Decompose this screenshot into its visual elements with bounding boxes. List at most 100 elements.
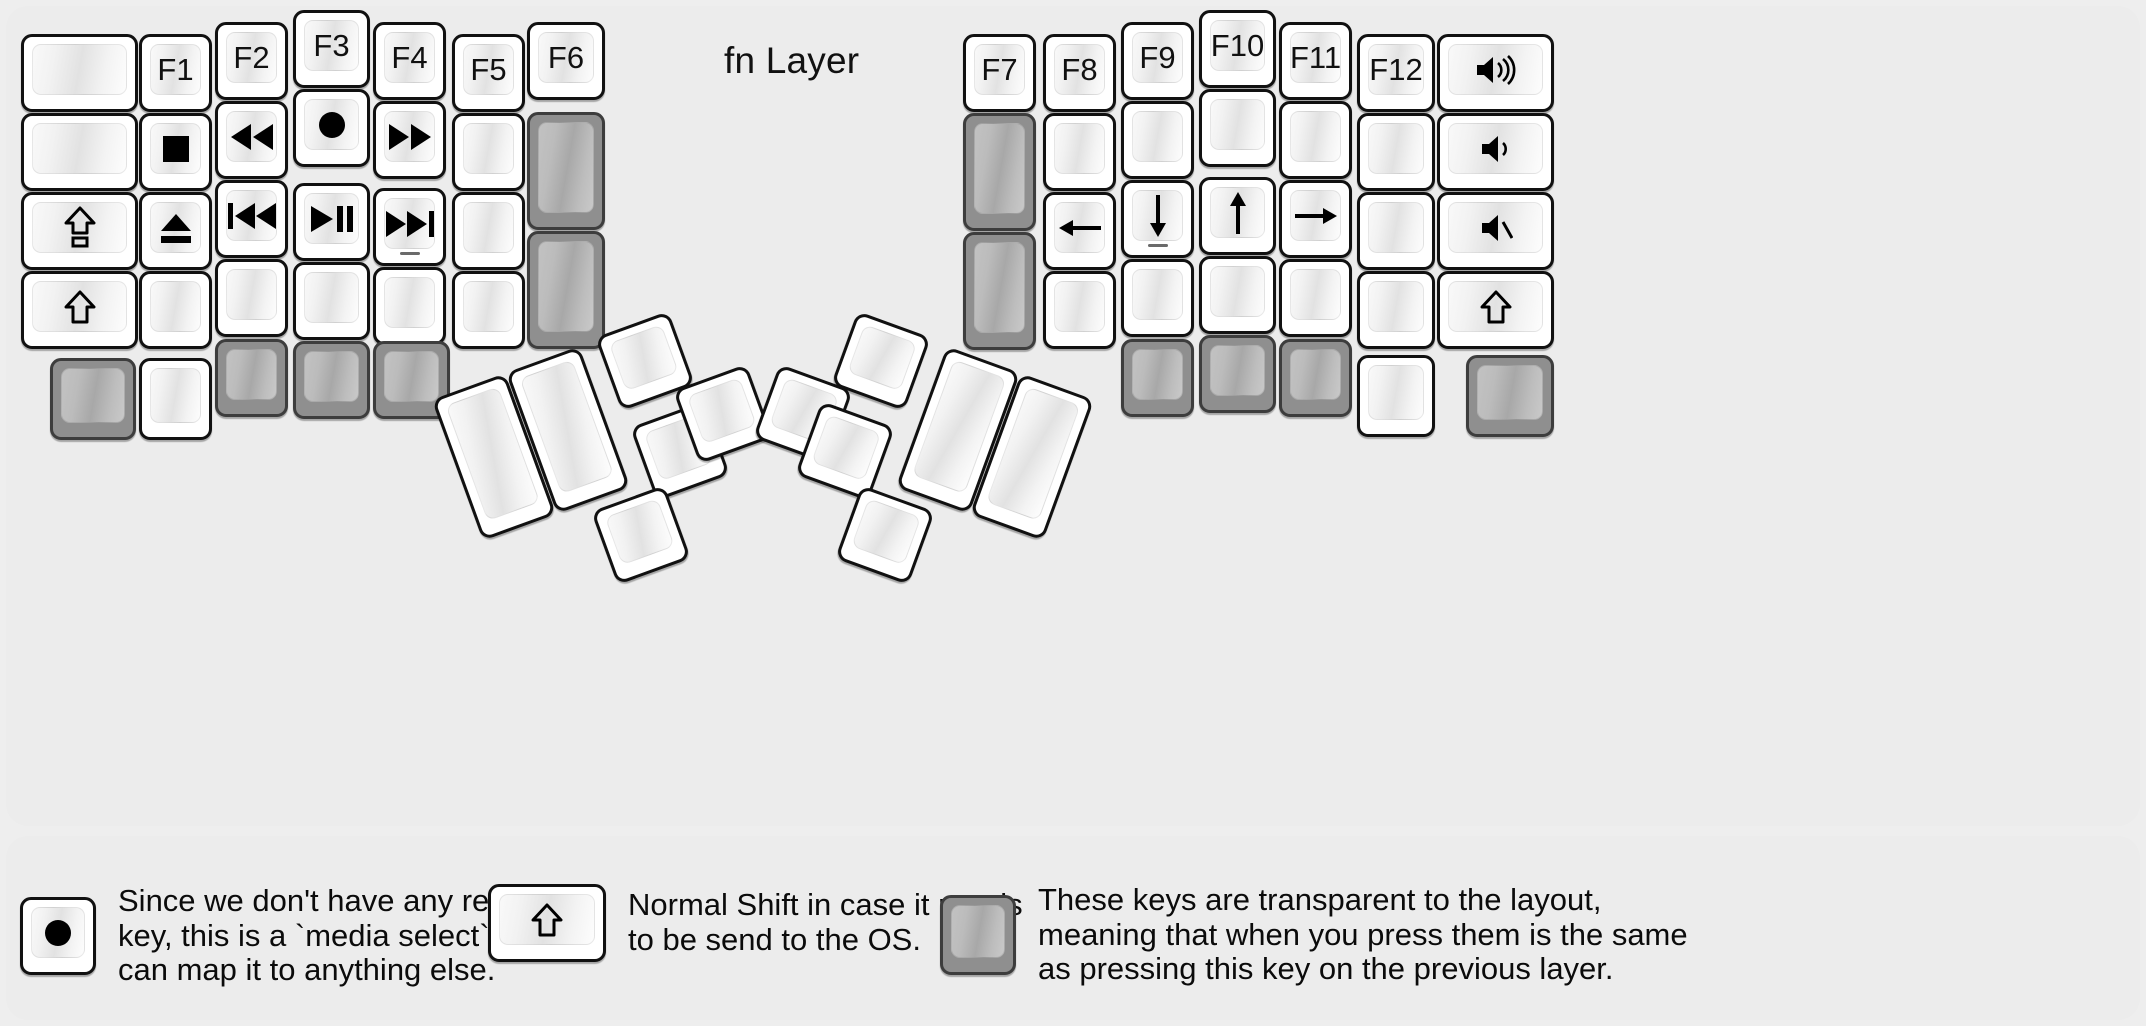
keycap-face <box>1054 202 1105 253</box>
key-shift-lock-r3c1[interactable] <box>21 192 138 270</box>
key-transparent-r5c3[interactable] <box>215 339 288 417</box>
key-blank-r4c4[interactable] <box>293 262 370 340</box>
key-blank-r4c6[interactable] <box>452 271 525 349</box>
key-f7[interactable]: F7 <box>963 34 1036 112</box>
key-f6[interactable]: F6 <box>527 22 605 100</box>
key-blank-r2c11[interactable] <box>1279 101 1352 179</box>
key-transparent-r5c11[interactable] <box>1279 339 1352 417</box>
keycap-face <box>1054 281 1105 332</box>
key-volume-down[interactable] <box>1437 113 1554 191</box>
arrow-up-icon <box>1223 190 1253 236</box>
volume-up-icon <box>1474 54 1518 86</box>
key-transparent-r5c4[interactable] <box>293 341 370 419</box>
key-transparent-tall-2[interactable] <box>527 231 605 349</box>
media-eject-icon <box>157 211 195 245</box>
key-blank-r5c12[interactable] <box>1357 355 1435 437</box>
key-f3[interactable]: F3 <box>293 10 370 88</box>
key-volume-mute[interactable] <box>1437 192 1554 270</box>
keycap-face <box>851 498 922 566</box>
key-blank-r3c12[interactable] <box>1357 192 1435 270</box>
key-transparent-tall-1[interactable] <box>527 112 605 230</box>
key-record[interactable] <box>293 89 370 167</box>
key-shift-right[interactable] <box>1437 271 1554 349</box>
key-f10[interactable]: F10 <box>1199 10 1276 88</box>
key-blank-r4c11[interactable] <box>1279 259 1352 337</box>
key-arrow-up[interactable] <box>1199 177 1276 255</box>
media-forward-icon <box>387 122 433 152</box>
key-transparent-r5c13[interactable] <box>1466 355 1554 437</box>
key-blank-r1c1[interactable] <box>21 34 138 112</box>
key-blank-r2c10[interactable] <box>1199 89 1276 167</box>
key-play-pause[interactable] <box>293 183 370 261</box>
key-f2[interactable]: F2 <box>215 22 288 100</box>
key-transparent-r5c10[interactable] <box>1199 335 1276 413</box>
key-f9[interactable]: F9 <box>1121 22 1194 100</box>
key-blank-r2c8[interactable] <box>1043 113 1116 191</box>
legend-item-record-key[interactable] <box>20 897 96 976</box>
keycap-face <box>1477 365 1543 420</box>
media-rewind-icon <box>229 122 275 152</box>
keycap-face <box>384 198 435 249</box>
key-f5[interactable]: F5 <box>452 34 525 112</box>
key-f11[interactable]: F11 <box>1279 22 1352 100</box>
keycap-face <box>1132 349 1183 400</box>
keycap-face <box>538 241 594 332</box>
key-arrow-left[interactable] <box>1043 192 1116 270</box>
keycap-face <box>1290 269 1341 320</box>
shift-icon <box>531 902 563 938</box>
keycap-face <box>1290 111 1341 162</box>
key-fast-forward[interactable] <box>373 101 446 179</box>
key-arrow-right[interactable] <box>1279 180 1352 258</box>
key-shift-r4c1[interactable] <box>21 271 138 349</box>
key-transparent-tall-r2[interactable] <box>963 232 1036 350</box>
key-arrow-down[interactable] <box>1121 180 1194 258</box>
key-eject[interactable] <box>139 192 212 270</box>
keycap-face: F2 <box>226 32 277 83</box>
key-label: F1 <box>157 52 194 87</box>
key-blank-r4c5[interactable] <box>373 267 446 345</box>
key-blank-r2c12[interactable] <box>1357 113 1435 191</box>
key-rewind[interactable] <box>215 101 288 179</box>
caps-shift-icon <box>64 206 96 250</box>
key-f4[interactable]: F4 <box>373 22 446 100</box>
key-blank-r2c9[interactable] <box>1121 101 1194 179</box>
media-record-icon <box>315 108 349 142</box>
key-transparent-r5c5[interactable] <box>373 341 450 419</box>
key-next-track[interactable] <box>373 188 446 266</box>
media-next-icon <box>385 209 435 239</box>
key-blank-r5c2[interactable] <box>139 358 212 440</box>
keycap-face <box>1210 345 1265 396</box>
keycap-face <box>686 377 757 445</box>
legend-item-transparent-key[interactable] <box>940 895 1016 976</box>
keycap-face <box>150 281 201 332</box>
keycap-face: F5 <box>463 44 514 95</box>
keycap-face <box>226 190 277 241</box>
key-blank-r4c12[interactable] <box>1357 271 1435 349</box>
key-transparent-r5c1[interactable] <box>50 358 136 440</box>
key-blank-r3c6[interactable] <box>452 192 525 270</box>
key-blank-r2c1[interactable] <box>21 113 138 191</box>
key-blank-r4c2[interactable] <box>139 271 212 349</box>
key-f12[interactable]: F12 <box>1357 34 1435 112</box>
key-blank-r2c6[interactable] <box>452 113 525 191</box>
key-blank-r4c10[interactable] <box>1199 256 1276 334</box>
key-blank-r4c9[interactable] <box>1121 259 1194 337</box>
legend-item-shift-key[interactable] <box>488 884 606 962</box>
key-transparent-tall-r1[interactable] <box>963 113 1036 231</box>
key-stop[interactable] <box>139 113 212 191</box>
keycap-face: F3 <box>304 20 359 71</box>
key-prev-track[interactable] <box>215 180 288 258</box>
key-volume-up[interactable] <box>1437 34 1554 112</box>
key-f1[interactable]: F1 <box>139 34 212 112</box>
keycap-face <box>1448 123 1543 174</box>
key-blank-r4c8[interactable] <box>1043 271 1116 349</box>
key-f8[interactable]: F8 <box>1043 34 1116 112</box>
arrow-right-icon <box>1293 201 1339 231</box>
media-stop-icon <box>159 132 193 166</box>
key-blank-r4c3[interactable] <box>215 259 288 337</box>
keycap-face <box>951 905 1005 959</box>
keycap-face <box>1448 202 1543 253</box>
keycap-face: F8 <box>1054 44 1105 95</box>
key-transparent-r5c9[interactable] <box>1121 339 1194 417</box>
